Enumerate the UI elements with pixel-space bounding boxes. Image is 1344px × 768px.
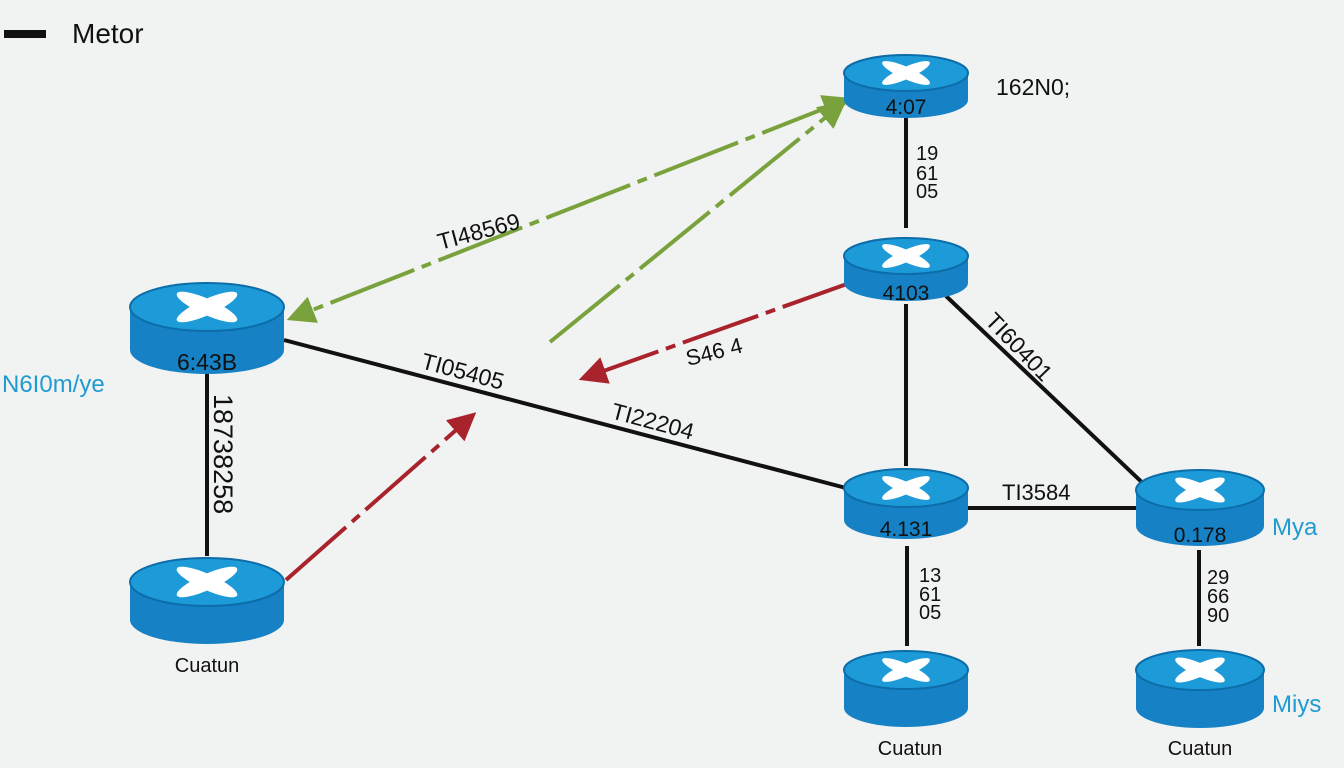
link-left-center bbox=[283, 338, 847, 490]
router-icon bbox=[882, 476, 930, 500]
routers: 4:07 4103 6:43B bbox=[129, 54, 1265, 728]
router-mid[interactable]: 4103 bbox=[843, 237, 969, 305]
legend-label: Metor bbox=[72, 18, 144, 49]
router-icon bbox=[1175, 477, 1225, 503]
caption-bottom-left: Cuatun bbox=[175, 655, 240, 677]
legend: Metor bbox=[4, 16, 144, 52]
green-flow-arrow-short bbox=[548, 100, 847, 344]
router-icon bbox=[176, 291, 238, 323]
router-label-mid: 4103 bbox=[883, 282, 930, 305]
links bbox=[205, 118, 1201, 646]
link-label-right-bottom-2: 66 bbox=[1207, 586, 1229, 608]
red-flow-arrow-upper bbox=[578, 278, 859, 384]
router-icon bbox=[882, 658, 930, 682]
router-bottom-right[interactable] bbox=[1135, 649, 1265, 728]
link-mid-right bbox=[944, 294, 1152, 492]
link-label-right-bottom-3: 90 bbox=[1207, 605, 1229, 627]
router-bottom-left[interactable] bbox=[129, 557, 285, 644]
link-label-center-right: TI3584 bbox=[1002, 480, 1071, 505]
router-label-left: 6:43B bbox=[177, 349, 237, 375]
link-label-center-bottom-3: 05 bbox=[919, 602, 941, 624]
link-label-top-mid-1: 19 bbox=[916, 143, 938, 165]
link-label-top-mid-2: 61 bbox=[916, 163, 938, 185]
router-left[interactable]: 6:43B bbox=[129, 282, 285, 375]
link-labels: TI48569 TI05405 TI22204 S46 4 TI60401 TI… bbox=[208, 143, 1229, 627]
side-label-left: N6I0m/ye bbox=[2, 371, 105, 398]
router-bottom-center[interactable] bbox=[843, 650, 969, 727]
link-label-center-bottom-1: 13 bbox=[919, 565, 941, 587]
router-label-right: 0.178 bbox=[1174, 524, 1227, 547]
caption-bottom-center: Cuatun bbox=[878, 738, 943, 760]
caption-top-right: 162N0; bbox=[996, 74, 1070, 100]
legend-swatch bbox=[4, 30, 46, 38]
router-right[interactable]: 0.178 bbox=[1135, 469, 1265, 547]
link-label-center-bottom-2: 61 bbox=[919, 584, 941, 606]
router-icon bbox=[882, 61, 930, 85]
router-icon bbox=[176, 566, 238, 598]
router-icon bbox=[1175, 657, 1225, 683]
router-icon bbox=[882, 244, 930, 268]
link-label-mid-right: TI60401 bbox=[980, 307, 1057, 386]
router-label-top: 4:07 bbox=[886, 96, 927, 119]
link-label-right-bottom-1: 29 bbox=[1207, 567, 1229, 589]
side-label-mya: Mya bbox=[1272, 514, 1318, 541]
caption-bottom-right: Cuatun bbox=[1168, 738, 1233, 760]
green-flow-arrow-long bbox=[286, 95, 852, 323]
link-label-left-vertical: 18738258 bbox=[208, 394, 238, 514]
red-flow-arrow-lower bbox=[284, 412, 477, 582]
router-label-center: 4.131 bbox=[880, 518, 933, 541]
link-label-green-upper: TI48569 bbox=[435, 208, 523, 255]
flows bbox=[284, 95, 859, 582]
link-label-top-mid-3: 05 bbox=[916, 181, 938, 203]
router-center[interactable]: 4.131 bbox=[843, 468, 969, 541]
captions: 162N0; Cuatun Cuatun Cuatun bbox=[175, 74, 1233, 760]
router-top[interactable]: 4:07 bbox=[843, 54, 969, 119]
side-label-miys: Miys bbox=[1272, 691, 1322, 718]
